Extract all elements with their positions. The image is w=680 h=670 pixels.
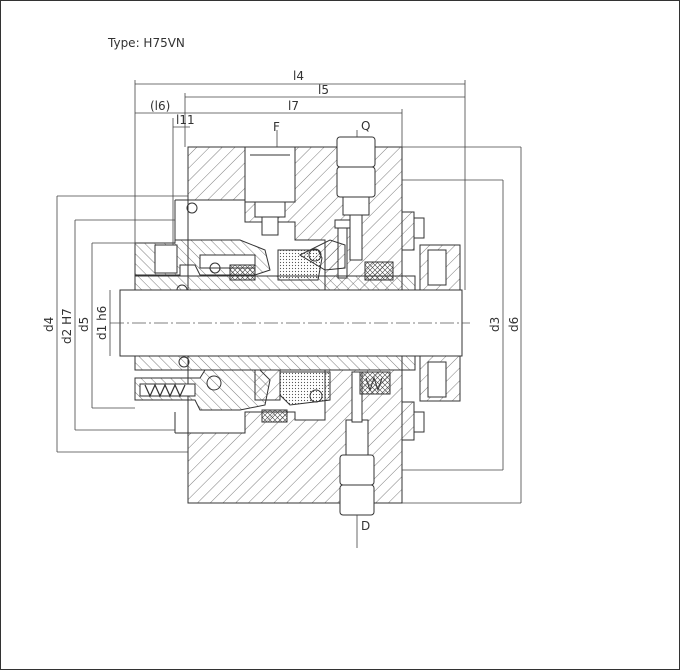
- dim-Q: Q: [361, 119, 370, 133]
- dim-l6: (l6): [150, 99, 170, 113]
- dim-d1: d1 h6: [95, 306, 109, 340]
- dim-F: F: [273, 120, 280, 134]
- dim-d2: d2 H7: [60, 308, 74, 344]
- port-D: [339, 371, 375, 516]
- dimension-lines-top: [134, 80, 466, 548]
- dim-d3: d3: [488, 317, 502, 332]
- dim-l5: l5: [318, 83, 329, 97]
- sleeve: [134, 275, 416, 371]
- dim-d4: d4: [42, 317, 56, 332]
- flush-port-F: [244, 146, 296, 236]
- dim-d6: d6: [507, 317, 521, 332]
- type-label: Type: H75VN: [107, 36, 185, 50]
- dimension-lines-right: [402, 146, 522, 504]
- dim-l4: l4: [293, 69, 304, 83]
- dim-D: D: [361, 519, 370, 533]
- seal-internals-bottom: [134, 356, 391, 423]
- seal-internals-top: [134, 202, 394, 296]
- dim-l7: l7: [288, 99, 299, 113]
- dim-d5: d5: [77, 317, 91, 332]
- dim-l11: l11: [176, 113, 195, 127]
- drive-collar: [401, 211, 461, 441]
- dimension-lines-left: [56, 195, 188, 453]
